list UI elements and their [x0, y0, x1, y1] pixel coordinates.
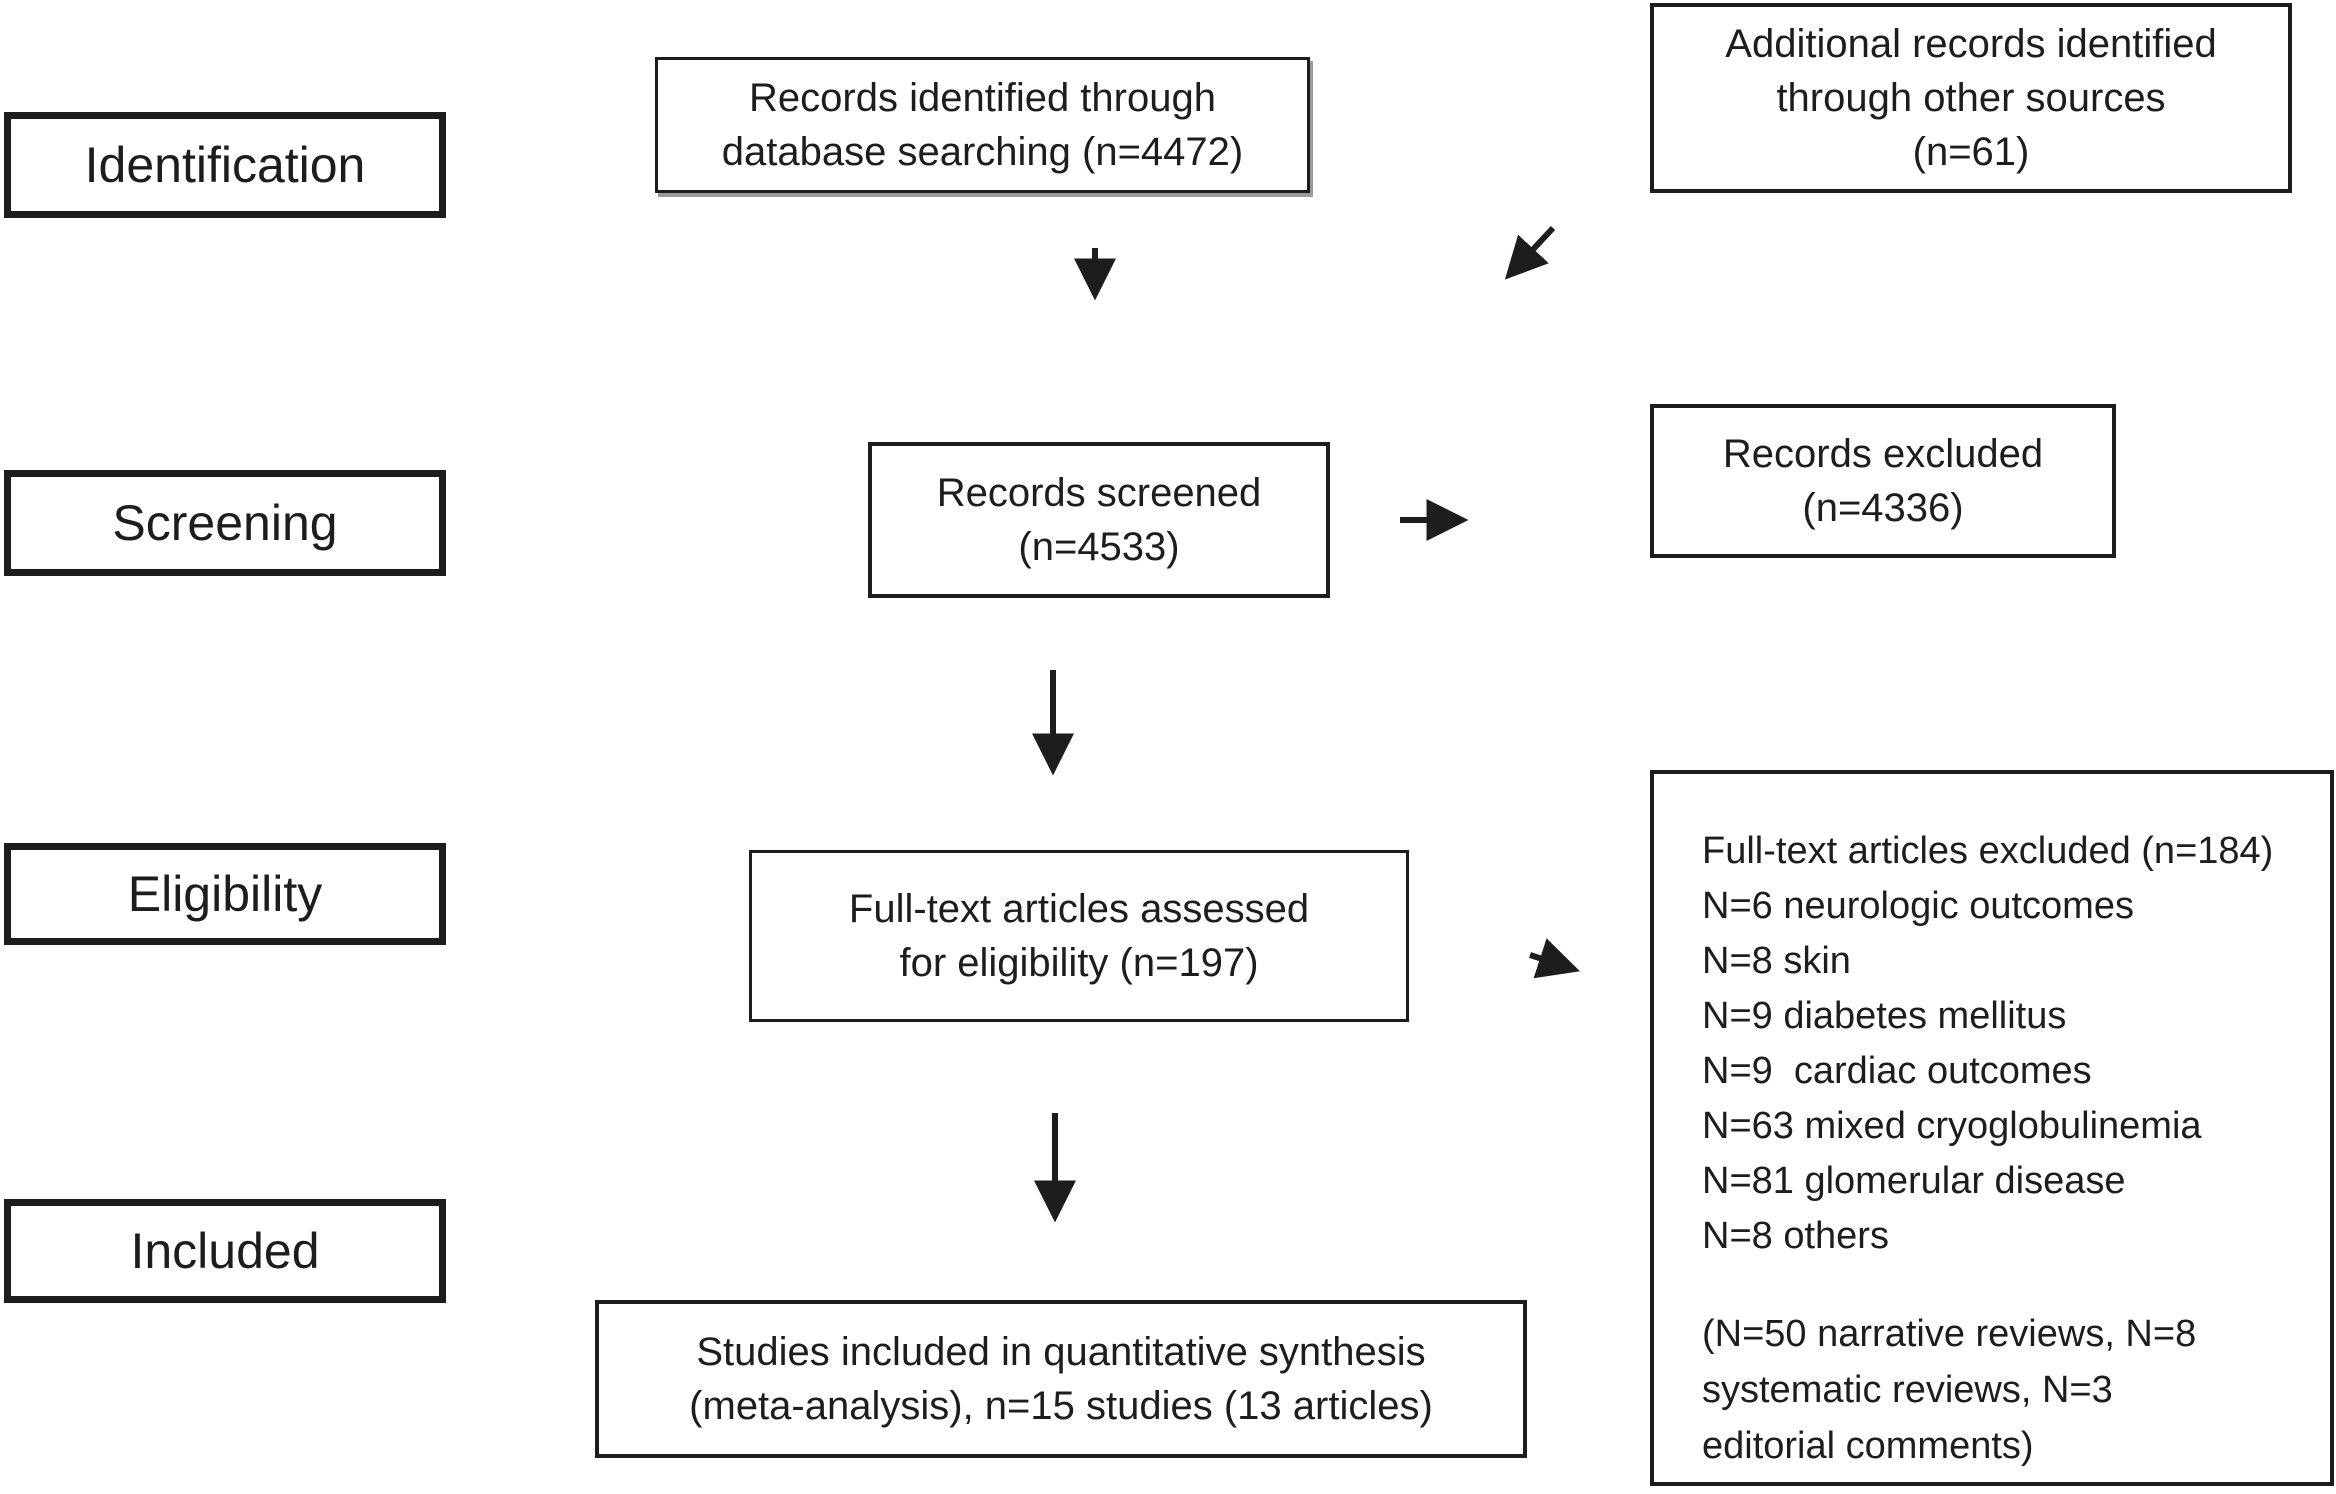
stage-label-included-text: Included — [130, 1223, 320, 1279]
arrow-fulltext-to-excluded — [1529, 938, 1580, 979]
stage-label-eligibility-text: Eligibility — [127, 866, 323, 922]
stage-label-identification-text: Identification — [84, 137, 366, 193]
records-screened-line-1: Records screened — [936, 471, 1262, 515]
studies-included-line-2: (meta-analysis), n=15 studies (13 articl… — [689, 1384, 1433, 1428]
fulltext-excluded-footnote-line-2: systematic reviews, N=3 — [1702, 1369, 2113, 1411]
fulltext-excluded-reason-cryoglobulinemia: N=63 mixed cryoglobulinemia — [1702, 1105, 2202, 1147]
fulltext-excluded-header: Full-text articles excluded (n=184) — [1702, 830, 2274, 872]
fulltext-assessed-line-1: Full-text articles assessed — [848, 887, 1310, 931]
stage-label-identification: Identification — [4, 112, 446, 218]
fulltext-excluded-reason-neurologic: N=6 neurologic outcomes — [1702, 885, 2134, 927]
fulltext-excluded-reason-glomerular: N=81 glomerular disease — [1702, 1160, 2126, 1202]
fulltext-assessed-line-2: for eligibility (n=197) — [899, 941, 1259, 985]
fulltext-excluded-footnote-line-3: editorial comments) — [1702, 1425, 2034, 1467]
fulltext-excluded-footnote-line-1: (N=50 narrative reviews, N=8 — [1702, 1313, 2197, 1355]
records-excluded-box: Records excluded (n=4336) — [1650, 404, 2116, 558]
fulltext-excluded-reason-cardiac: N=9 cardiac outcomes — [1702, 1050, 2092, 1092]
records-screened-box: Records screened (n=4533) — [868, 442, 1330, 598]
records-identified-line-2: database searching (n=4472) — [721, 130, 1244, 174]
additional-records-box: Additional records identified through ot… — [1650, 3, 2292, 193]
stage-label-screening-text: Screening — [112, 495, 338, 551]
records-identified-box: Records identified through database sear… — [655, 57, 1310, 193]
records-excluded-line-1: Records excluded — [1722, 432, 2044, 476]
additional-records-line-2: through other sources — [1776, 76, 2166, 120]
records-excluded-line-2: (n=4336) — [1802, 486, 1964, 530]
records-identified-line-1: Records identified through — [749, 76, 1216, 120]
stage-label-screening: Screening — [4, 470, 446, 576]
fulltext-excluded-reason-diabetes: N=9 diabetes mellitus — [1702, 995, 2067, 1037]
studies-included-line-1: Studies included in quantitative synthes… — [696, 1330, 1426, 1374]
fulltext-excluded-box: Full-text articles excluded (n=184) N=6 … — [1650, 770, 2334, 1486]
studies-included-box: Studies included in quantitative synthes… — [595, 1300, 1527, 1458]
additional-records-line-1: Additional records identified — [1725, 22, 2217, 66]
fulltext-excluded-reason-others: N=8 others — [1702, 1215, 1889, 1257]
fulltext-excluded-footnote: (N=50 narrative reviews, N=8 systematic … — [1702, 1306, 2196, 1474]
fulltext-assessed-box: Full-text articles assessed for eligibil… — [749, 850, 1409, 1022]
fulltext-excluded-reason-skin: N=8 skin — [1702, 940, 1851, 982]
arrow-additional-to-screened — [1504, 225, 1556, 280]
records-screened-line-2: (n=4533) — [1018, 525, 1180, 569]
stage-label-included: Included — [4, 1199, 446, 1303]
additional-records-line-3: (n=61) — [1912, 130, 2030, 174]
stage-label-eligibility: Eligibility — [4, 843, 446, 945]
